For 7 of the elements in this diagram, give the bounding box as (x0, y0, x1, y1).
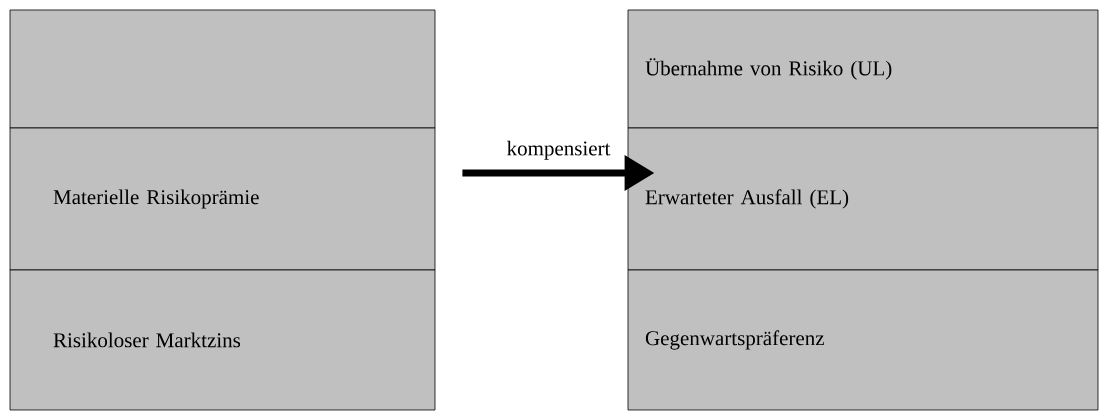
empty-box (9, 9, 436, 129)
text-box: Gegenwartspräferenz (627, 269, 1099, 411)
text-box: Übernahme von Risiko (UL) (627, 9, 1099, 129)
text-box: Materielle Risikoprämie (9, 127, 436, 271)
text-box: Risikoloser Marktzins (9, 269, 436, 411)
text-box: Erwarteter Ausfall (EL) (627, 127, 1099, 271)
edge-label: kompensiert (505, 139, 612, 161)
